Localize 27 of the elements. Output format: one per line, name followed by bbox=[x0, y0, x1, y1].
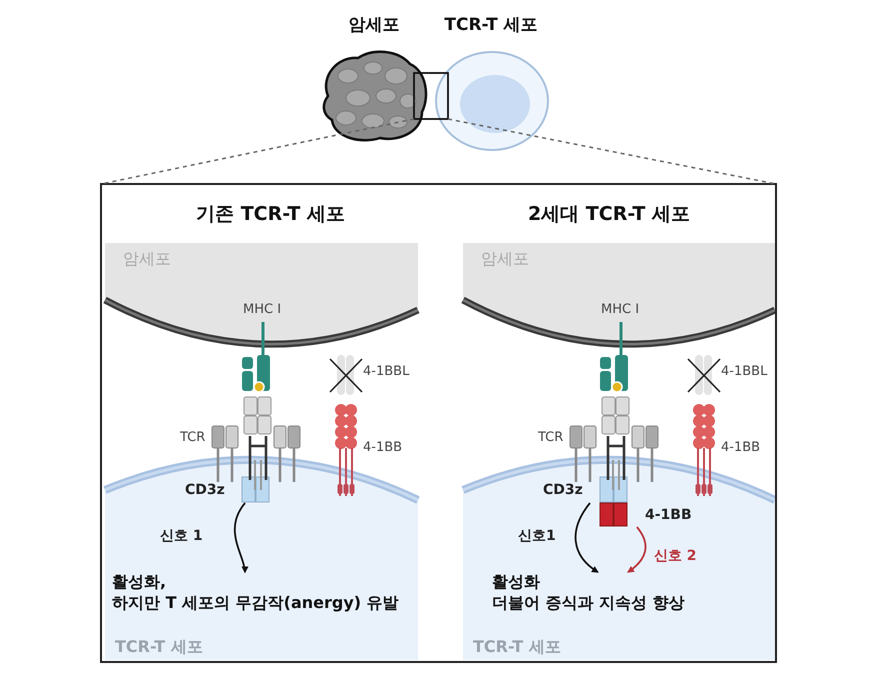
outcome-text: 활성화 더불어 증식과 지속성 향상 bbox=[492, 572, 685, 614]
protein-label: MHC I bbox=[601, 302, 640, 317]
protein-label: 4-1BBL bbox=[721, 364, 768, 379]
region-label: 암세포 bbox=[123, 249, 171, 270]
cell-label: TCR-T 세포 bbox=[443, 14, 539, 36]
arrow bbox=[574, 502, 599, 573]
protein-label: TCR bbox=[180, 430, 206, 445]
outcome-text: 활성화, 하지만 T 세포의 무감작(anergy) 유발 bbox=[112, 572, 399, 614]
region-label: 암세포 bbox=[481, 249, 529, 270]
cell-label: 암세포 bbox=[348, 14, 400, 36]
protein-label: 4-1BBL bbox=[363, 364, 410, 379]
edge-label: 신호 2 bbox=[654, 547, 697, 565]
edge-label: 신호 1 bbox=[160, 527, 203, 545]
protein-label: MHC I bbox=[243, 302, 282, 317]
domain-label: CD3z bbox=[185, 481, 225, 500]
region-label: TCR-T 세포 bbox=[473, 637, 561, 658]
protein-label: 4-1BB bbox=[363, 440, 402, 455]
protein-label: TCR bbox=[538, 430, 564, 445]
arrow bbox=[234, 502, 248, 574]
region-label: TCR-T 세포 bbox=[115, 637, 203, 658]
edge-label: 신호1 bbox=[518, 527, 556, 545]
arrow bbox=[627, 526, 646, 573]
domain-label: CD3z bbox=[543, 481, 583, 500]
domain-label: 4-1BB bbox=[645, 506, 692, 524]
protein-label: 4-1BB bbox=[721, 440, 760, 455]
panel-title: 기존 TCR-T 세포 bbox=[195, 202, 346, 227]
panel-title: 2세대 TCR-T 세포 bbox=[526, 202, 692, 227]
